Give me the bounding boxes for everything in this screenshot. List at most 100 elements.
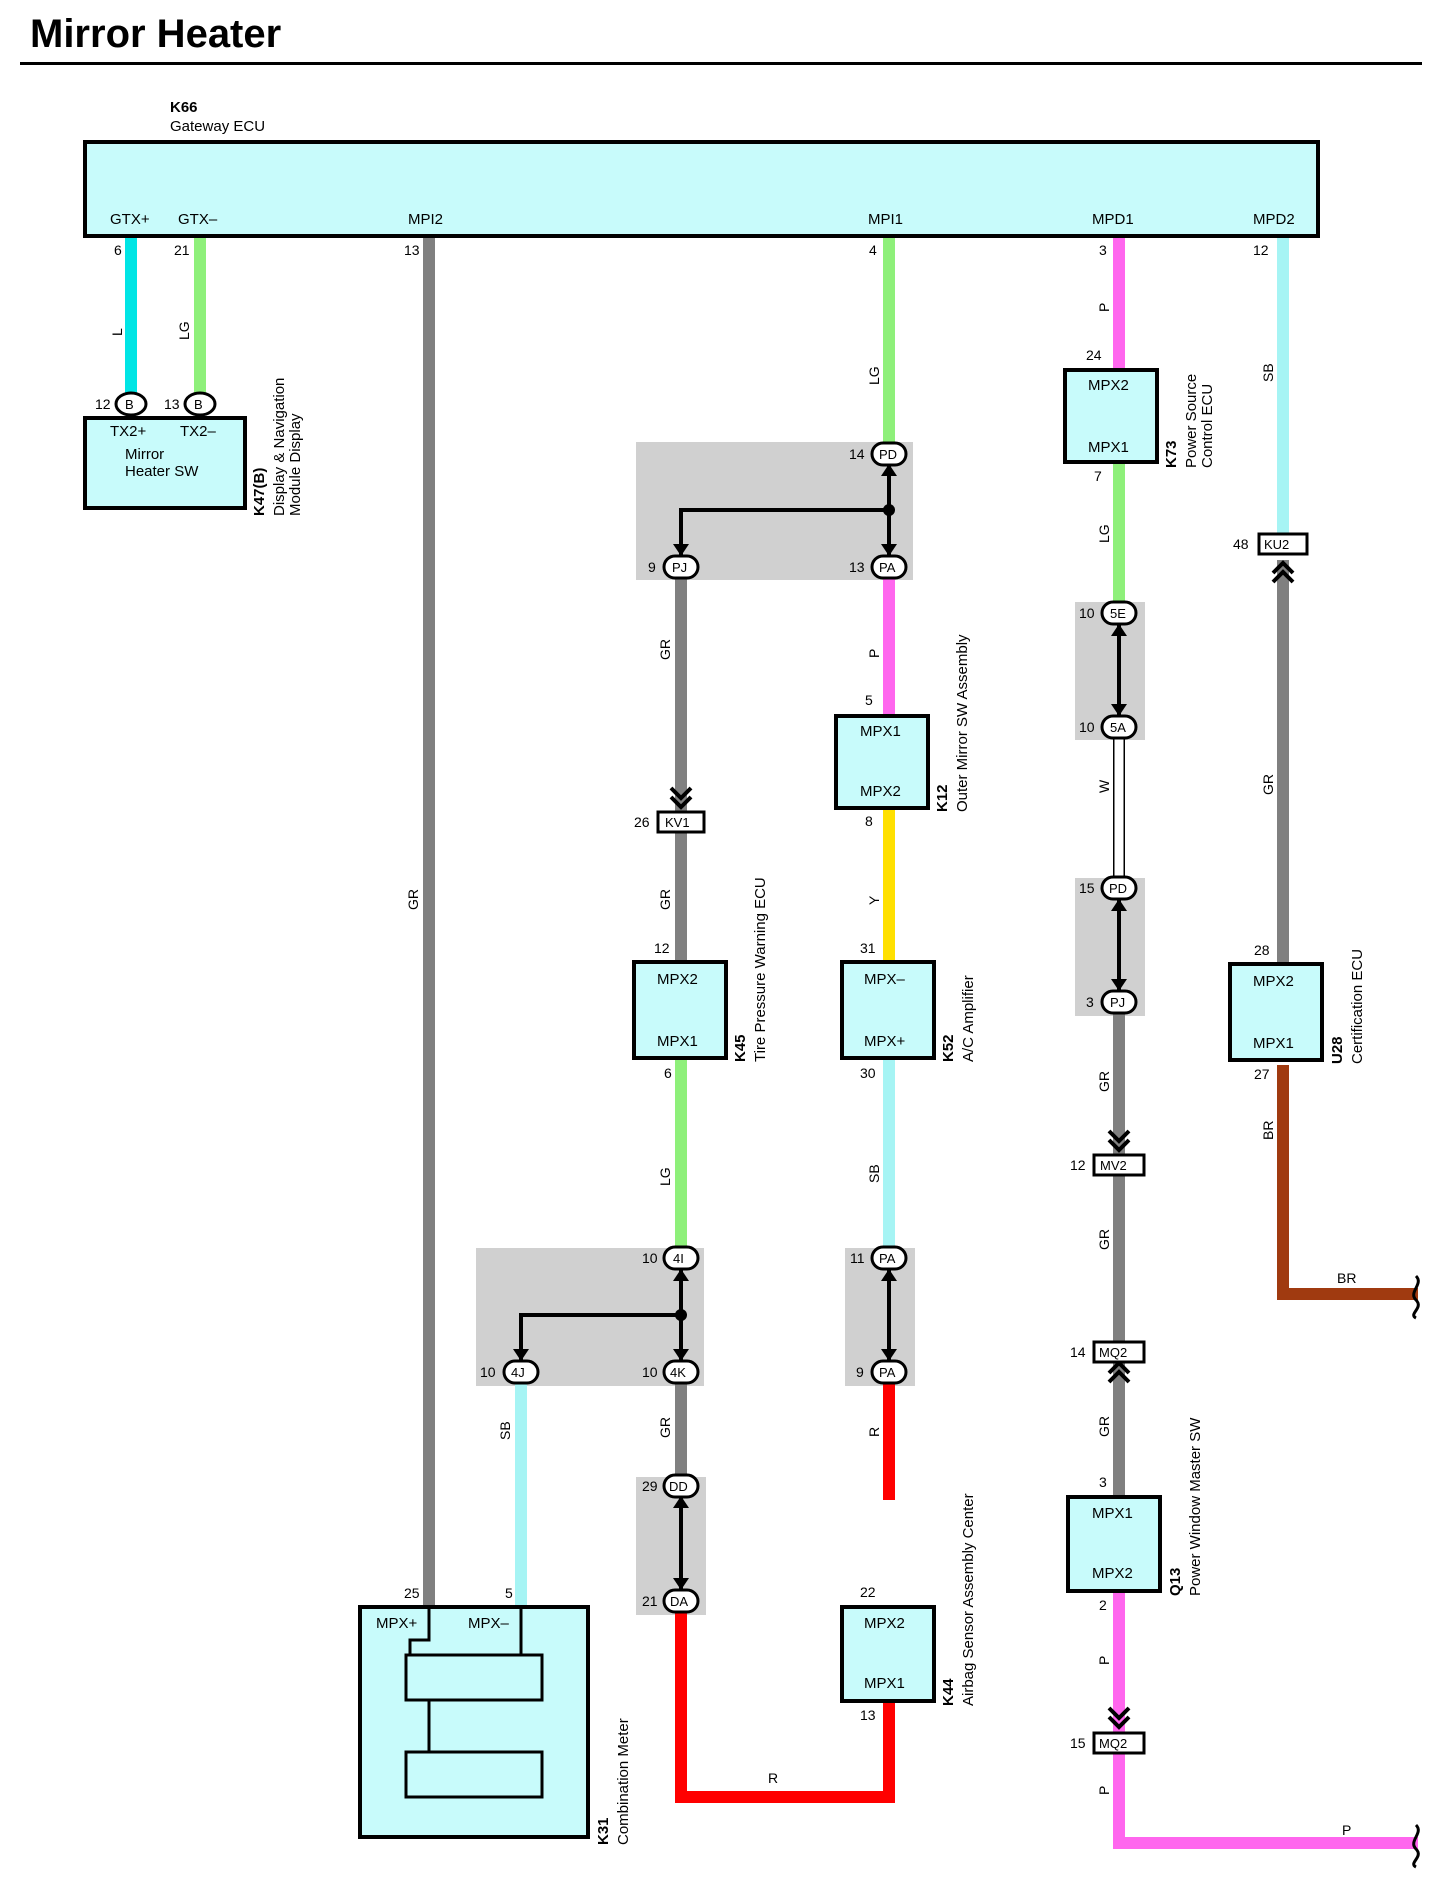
k47-terminal-tx2-minus: TX2– — [180, 423, 217, 440]
k31-code: K31 — [595, 1817, 612, 1845]
svg-text:KU2: KU2 — [1264, 537, 1289, 552]
connector-ku2-48: KU2 48 — [1233, 532, 1309, 556]
k45-code: K45 — [732, 1034, 749, 1062]
svg-text:14: 14 — [849, 446, 865, 462]
svg-text:PJ: PJ — [672, 560, 687, 575]
k47-inner-line2: Heater SW — [125, 463, 199, 480]
k52-pin-top: 31 — [860, 940, 876, 956]
connector-4i-10: 4I 10 — [642, 1245, 700, 1271]
gateway-pin-gtx-plus: 6 — [114, 242, 122, 258]
svg-text:14: 14 — [1070, 1344, 1086, 1360]
svg-text:P: P — [1096, 1656, 1112, 1665]
svg-text:10: 10 — [642, 1250, 658, 1266]
k45-pin-top: 12 — [654, 940, 670, 956]
u28-pin-bottom: 27 — [1254, 1066, 1270, 1082]
svg-text:9: 9 — [648, 559, 656, 575]
svg-text:PA: PA — [879, 560, 896, 575]
connector-mq2-14: MQ2 14 — [1070, 1340, 1146, 1364]
svg-text:KV1: KV1 — [665, 815, 690, 830]
svg-text:R: R — [768, 1770, 778, 1786]
wire-r-k44-da — [675, 1608, 895, 1803]
svg-text:MQ2: MQ2 — [1099, 1345, 1127, 1360]
svg-text:26: 26 — [634, 814, 650, 830]
connector-da-21: DA 21 — [642, 1588, 700, 1614]
svg-text:GR: GR — [657, 889, 673, 910]
gateway-terminal-gtx-plus: GTX+ — [110, 211, 150, 228]
q13-code: Q13 — [1167, 1568, 1184, 1596]
svg-text:GR: GR — [657, 639, 673, 660]
k45-pin-bottom: 6 — [664, 1065, 672, 1081]
svg-text:PJ: PJ — [1110, 995, 1125, 1010]
k73-power-source-ecu: MPX2 MPX1 24 7 K73 Power Source Control … — [1063, 347, 1216, 484]
k31-combination-meter: MPX+ MPX– 25 5 K31 Combination Meter — [358, 1585, 632, 1845]
connector-ovals: PD 14 PJ 9 PA 13 4I 10 4J 10 4K 10 — [480, 441, 1138, 1614]
connector-mv2-12: MV2 12 — [1070, 1153, 1146, 1177]
k73-code: K73 — [1163, 440, 1180, 468]
wire-break-marks — [1412, 1274, 1420, 1869]
q13-terminal-top: MPX1 — [1092, 1505, 1133, 1522]
k12-code: K12 — [934, 784, 951, 812]
q13-name: Power Window Master SW — [1187, 1417, 1204, 1596]
connector-4j-10: 4J 10 — [480, 1359, 540, 1385]
connector-pj-9: PJ 9 — [648, 554, 700, 580]
svg-text:GR: GR — [405, 889, 421, 910]
k47-pin-12: 12 — [95, 396, 111, 412]
svg-text:GR: GR — [1096, 1071, 1112, 1092]
k47-terminal-tx2-plus: TX2+ — [110, 423, 147, 440]
k44-name: Airbag Sensor Assembly Center — [960, 1493, 977, 1706]
svg-text:5E: 5E — [1110, 606, 1126, 621]
gateway-terminal-mpi1: MPI1 — [868, 211, 903, 228]
gateway-pin-mpi1: 4 — [869, 242, 877, 258]
q13-power-window-master-sw: MPX1 MPX2 3 2 Q13 Power Window Master SW — [1066, 1417, 1204, 1613]
connector-pj-3: PJ 3 — [1086, 989, 1138, 1015]
k45-terminal-top: MPX2 — [657, 971, 698, 988]
k73-terminal-bottom: MPX1 — [1088, 439, 1129, 456]
k52-pin-bottom: 30 — [860, 1065, 876, 1081]
u28-terminal-top: MPX2 — [1253, 973, 1294, 990]
connector-mq2-15: MQ2 15 — [1070, 1731, 1146, 1755]
connector-5e-10: 5E 10 — [1079, 600, 1138, 626]
svg-text:SB: SB — [497, 1421, 513, 1440]
k52-terminal-top: MPX– — [864, 971, 906, 988]
svg-text:P: P — [1096, 1786, 1112, 1795]
svg-text:LG: LG — [657, 1167, 673, 1186]
svg-text:PA: PA — [879, 1365, 896, 1380]
svg-text:L: L — [109, 328, 125, 336]
svg-text:3: 3 — [1086, 994, 1094, 1010]
connector-pd-15: PD 15 — [1079, 875, 1138, 901]
k31-terminal-mpx-minus: MPX– — [468, 1615, 510, 1632]
q13-pin-top: 3 — [1099, 1474, 1107, 1490]
k44-pin-top: 22 — [860, 1584, 876, 1600]
wire-br-u28-out — [1277, 1065, 1418, 1300]
svg-text:15: 15 — [1079, 880, 1095, 896]
svg-text:P: P — [1096, 303, 1112, 312]
k31-terminal-mpx-plus: MPX+ — [376, 1615, 418, 1632]
k47-pin-13: 13 — [164, 396, 180, 412]
k73-name-line2: Control ECU — [1199, 384, 1216, 468]
svg-text:W: W — [1096, 779, 1112, 793]
svg-text:LG: LG — [176, 321, 192, 340]
gateway-pin-mpd1: 3 — [1099, 242, 1107, 258]
svg-text:4I: 4I — [673, 1251, 684, 1266]
svg-text:GR: GR — [1096, 1229, 1112, 1250]
wire-p-mq2-out — [1113, 1753, 1418, 1849]
connector-pd-14: PD 14 — [849, 441, 908, 467]
gateway-code: K66 — [170, 99, 198, 116]
svg-text:10: 10 — [1079, 719, 1095, 735]
junction-dots — [675, 504, 895, 1321]
k45-name: Tire Pressure Warning ECU — [752, 877, 769, 1062]
k73-pin-top: 24 — [1086, 347, 1102, 363]
gateway-name: Gateway ECU — [170, 118, 265, 135]
k73-pin-bottom: 7 — [1094, 468, 1102, 484]
wire-color-labels: L LG GR LG P Y SB R GR GR LG GR SB P LG … — [109, 303, 1356, 1838]
gateway-terminal-gtx-minus: GTX– — [178, 211, 218, 228]
svg-text:10: 10 — [1079, 605, 1095, 621]
svg-text:29: 29 — [642, 1478, 658, 1494]
svg-text:DA: DA — [670, 1594, 688, 1609]
q13-pin-bottom: 2 — [1099, 1597, 1107, 1613]
k47-conn-b-1: B — [125, 397, 134, 412]
svg-text:9: 9 — [856, 1364, 864, 1380]
k44-airbag-sensor: MPX2 MPX1 22 13 K44 Airbag Sensor Assemb… — [840, 1493, 977, 1723]
k44-pin-bottom: 13 — [860, 1707, 876, 1723]
connector-pa-13: PA 13 — [849, 554, 908, 580]
